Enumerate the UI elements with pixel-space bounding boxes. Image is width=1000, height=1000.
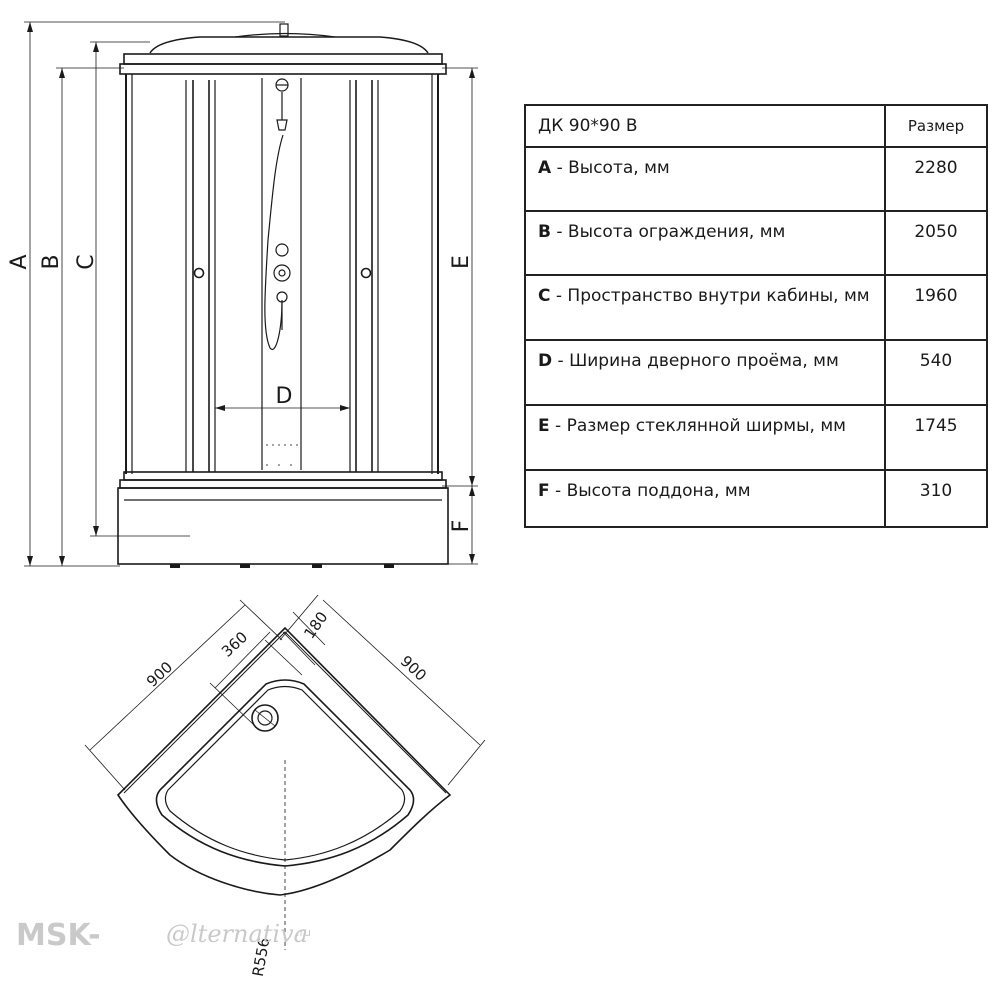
table-row: F - Высота поддона, мм 310 — [524, 469, 988, 528]
row-letter: B — [538, 222, 551, 242]
dim-letter-b: B — [39, 254, 64, 269]
row-label: - Размер стеклянной ширмы, мм — [549, 416, 847, 436]
plan-dim-right-width: 900 — [397, 652, 430, 685]
table-row: B - Высота ограждения, мм 2050 — [524, 210, 988, 276]
spec-table: ДК 90*90 В Размер A - Высота, мм 2280 B … — [524, 104, 988, 528]
table-row: E - Размер стеклянной ширмы, мм 1745 — [524, 404, 988, 471]
watermark-script: @lternativa — [166, 920, 308, 948]
row-letter: C — [538, 286, 551, 306]
row-value: 2050 — [884, 210, 988, 276]
table-row: D - Ширина дверного проёма, мм 540 — [524, 339, 988, 406]
row-letter: E — [538, 416, 550, 436]
watermark-domain: .ru — [296, 926, 311, 939]
dim-letter-e: E — [449, 255, 474, 269]
row-label: - Ширина дверного проёма, мм — [552, 351, 839, 371]
row-value: 2280 — [884, 146, 988, 212]
cabin-front-view — [117, 23, 449, 568]
row-label: - Высота, мм — [551, 158, 670, 178]
model-name: ДК 90*90 В — [524, 104, 886, 148]
plan-dim-left-width: 900 — [143, 658, 176, 691]
table-row: C - Пространство внутри кабины, мм 1960 — [524, 274, 988, 341]
tray-plan-view — [116, 626, 452, 950]
size-header: Размер — [884, 104, 988, 148]
row-value: 1960 — [884, 274, 988, 341]
row-letter: D — [538, 351, 553, 371]
table-row: A - Высота, мм 2280 — [524, 146, 988, 212]
row-letter: A — [538, 158, 552, 178]
watermark-brand: MSK- — [16, 918, 101, 953]
dim-letter-a: A — [7, 254, 32, 269]
row-value: 310 — [884, 469, 988, 528]
plan-dim-offset-b: 180 — [300, 608, 331, 642]
row-letter: F — [538, 481, 550, 501]
dim-letter-f: F — [449, 520, 474, 533]
row-label: - Пространство внутри кабины, мм — [550, 286, 870, 306]
row-value: 540 — [884, 339, 988, 406]
row-label: - Высота ограждения, мм — [550, 222, 786, 242]
row-value: 1745 — [884, 404, 988, 471]
row-label: - Высота поддона, мм — [549, 481, 751, 501]
dim-letter-c: C — [74, 254, 99, 269]
dim-letter-d: D — [276, 384, 293, 409]
